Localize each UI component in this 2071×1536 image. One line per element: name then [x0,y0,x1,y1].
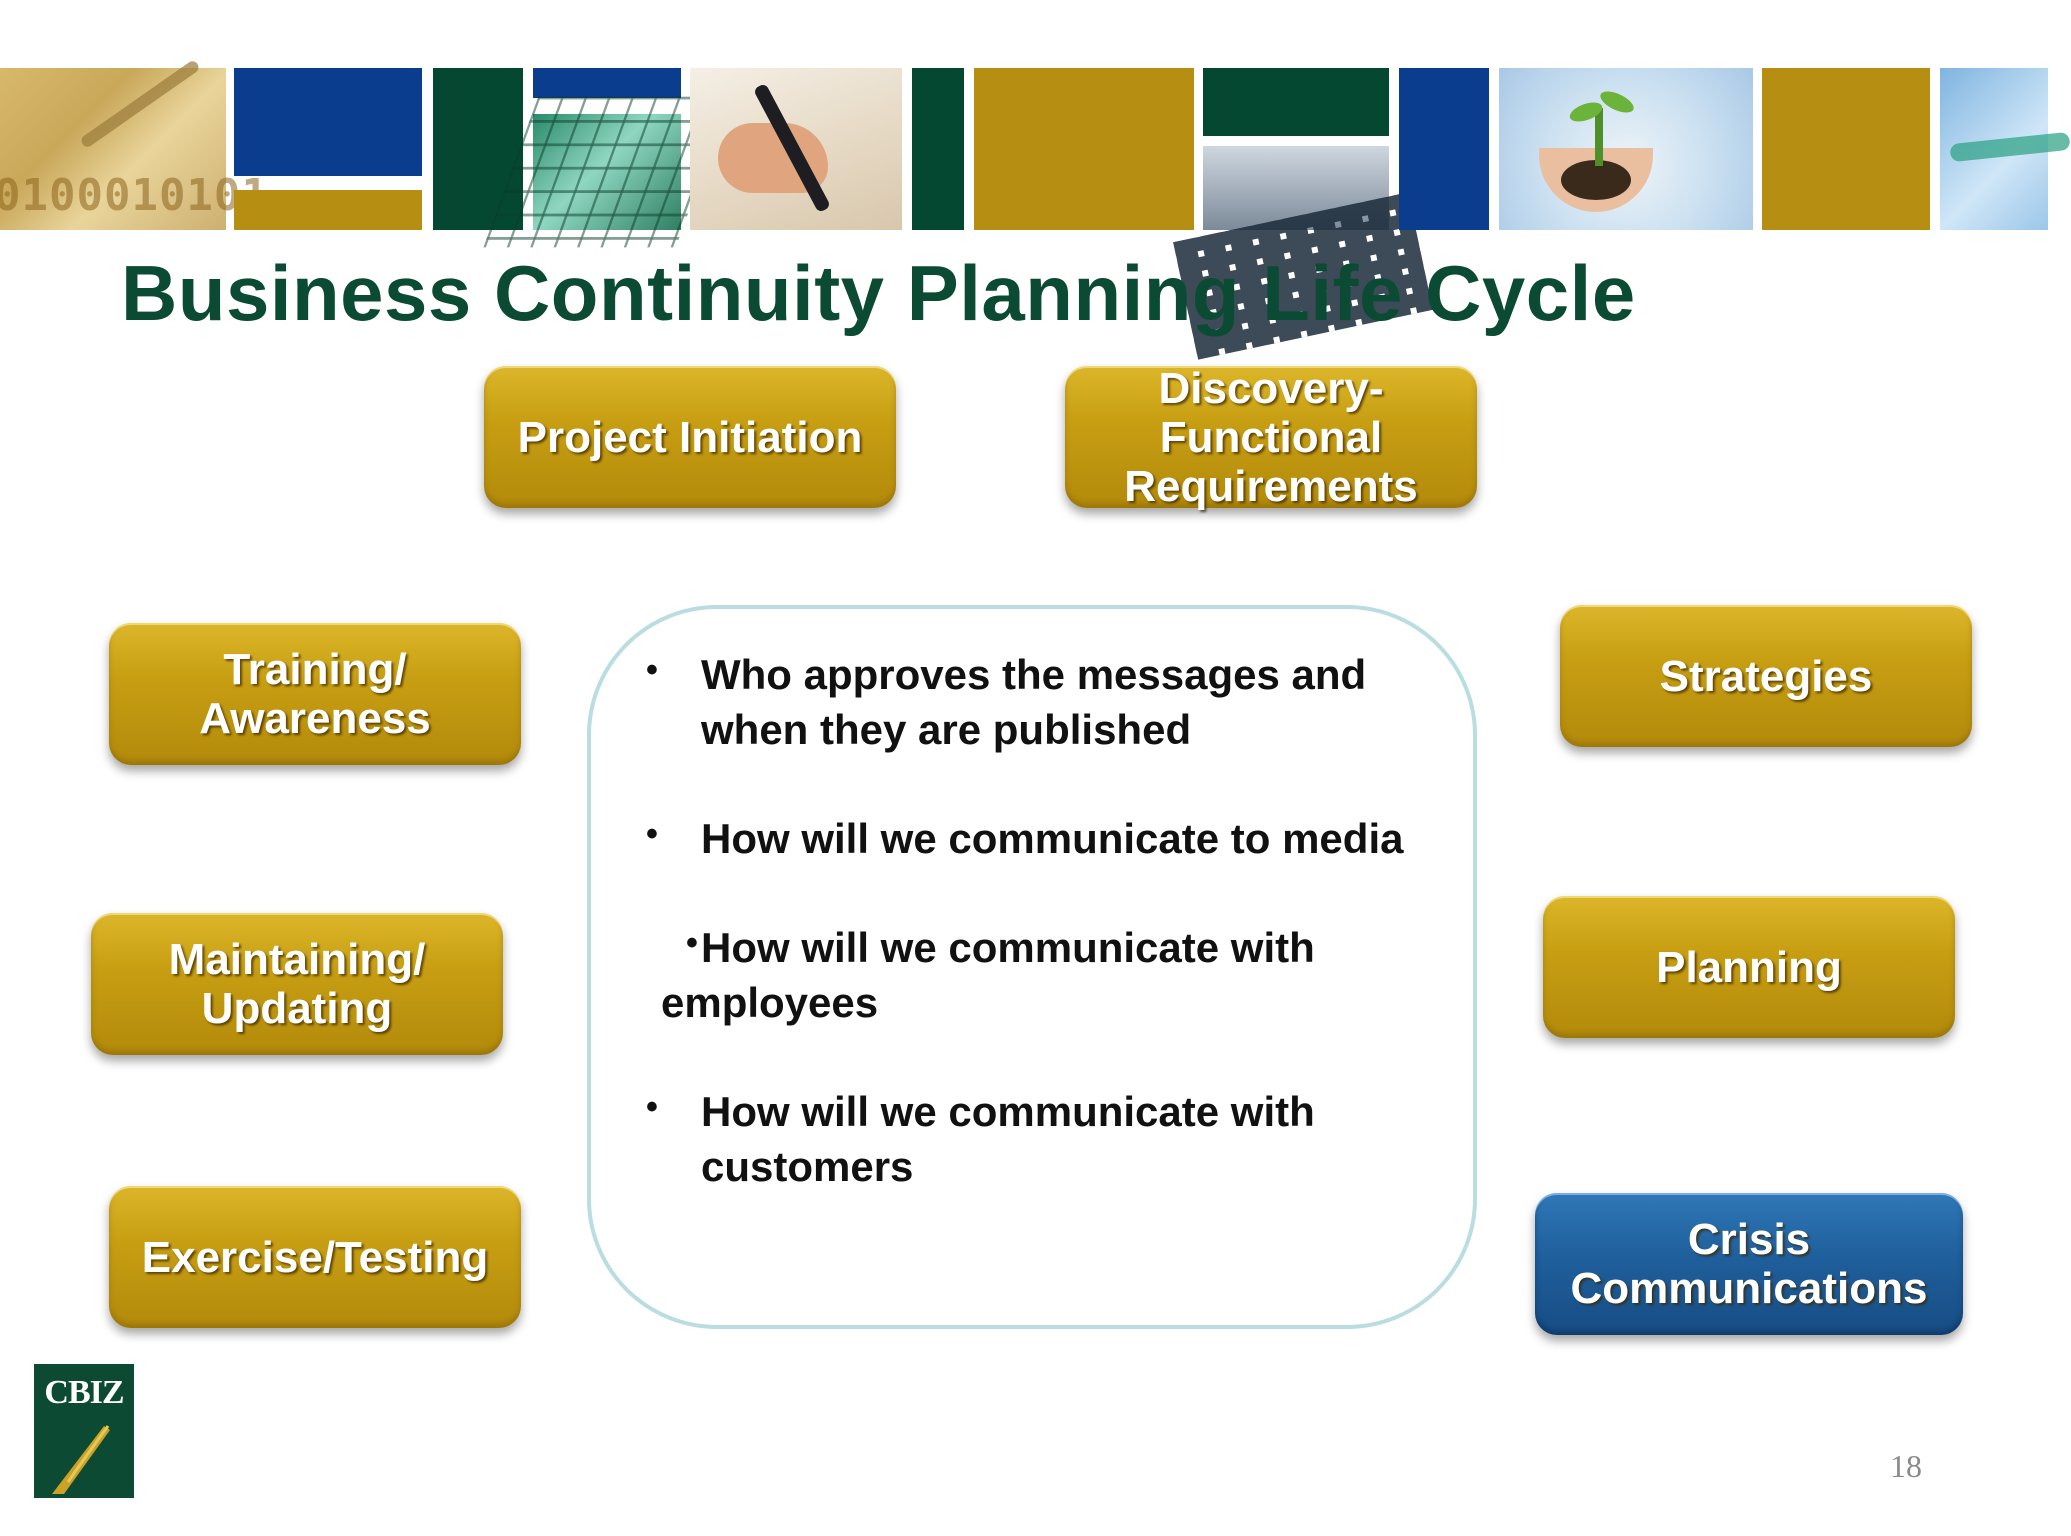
phase-planning-button[interactable]: Planning [1543,896,1955,1038]
phase-label: Project Initiation [517,412,863,462]
page-title: Business Continuity Planning Life Cycle [121,249,1636,337]
bullet-item: How will we communicate to media [646,807,1446,866]
header-banner: 0100010101 [0,58,2071,360]
binary-text: 0100010101 [0,170,269,221]
phase-label: Exercise/Testing [141,1232,489,1282]
green-strip-tile [912,68,964,230]
phase-label: Crisis Communications [1570,1215,1928,1313]
grid-photo-tile [483,96,731,248]
bullet-item: How will we communicate with employees [646,916,1446,1030]
blue-block-tile-2 [1399,68,1489,230]
logo-swoosh-icon [52,1425,110,1494]
phase-training-button[interactable]: Training/ Awareness [109,623,521,765]
page-number: 18 [1890,1448,1922,1484]
lab-photo-tile [1940,68,2071,230]
phase-project-initiation-button[interactable]: Project Initiation [484,366,896,508]
bullet-item: How will we communicate with customers [646,1080,1446,1194]
bullet-item: Who approves the messages and when they … [646,643,1446,757]
gold-block-tile-2 [974,68,1194,230]
blue-strip-tile [533,68,681,98]
green-block-tile-2 [1203,68,1389,136]
phase-label: Planning [1656,942,1842,992]
writing-hand-photo-tile [690,68,902,230]
cbiz-logo: CBIZ [34,1364,134,1498]
gold-block-tile-3 [1762,68,1930,230]
binary-photo-tile: 0100010101 [0,58,268,230]
keyboard-photo-tile [1173,146,1433,360]
logo-text: CBIZ [44,1374,124,1411]
plant-photo-tile [1499,68,1753,230]
phase-maintaining-button[interactable]: Maintaining/ Updating [91,913,503,1055]
phase-discovery-button[interactable]: Discovery- Functional Requirements [1065,363,1477,511]
phase-crisis-communications-button[interactable]: Crisis Communications [1535,1193,1963,1335]
green-block-tile [433,68,523,230]
blue-block-tile [234,68,422,176]
phase-label: Training/ Awareness [199,645,431,743]
phase-label: Maintaining/ Updating [168,935,426,1033]
gold-block-tile [234,190,422,230]
phase-label: Strategies [1659,651,1873,701]
phase-label: Discovery- Functional Requirements [1124,363,1418,511]
crisis-communications-detail-panel: Who approves the messages and when they … [587,605,1477,1329]
phase-strategies-button[interactable]: Strategies [1560,605,1972,747]
detail-bullet-list: Who approves the messages and when they … [646,643,1446,1248]
phase-exercise-button[interactable]: Exercise/Testing [109,1186,521,1328]
